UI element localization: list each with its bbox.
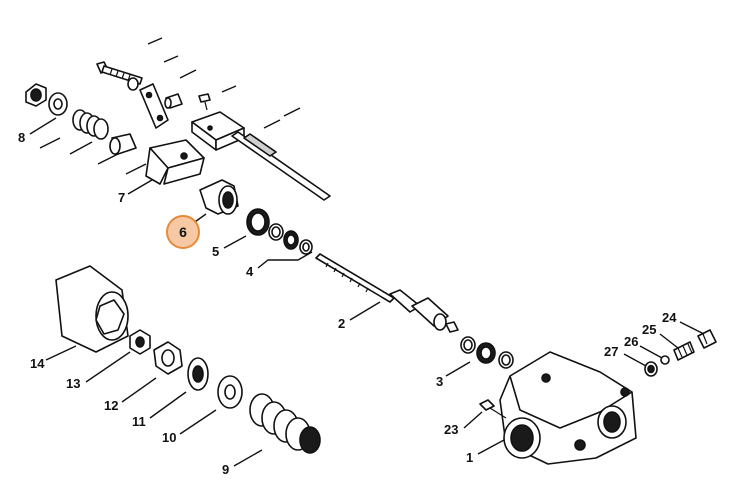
callout-5: 5	[212, 244, 219, 259]
callout-2: 2	[338, 316, 345, 331]
callout-3: 3	[436, 374, 443, 389]
seal-set-3-part	[460, 336, 514, 369]
axis-dash	[39, 137, 61, 149]
axis-dash	[163, 55, 179, 63]
callout-10: 10	[162, 430, 176, 445]
screw-small-part	[198, 93, 211, 111]
sleeve-part	[164, 93, 183, 109]
leader-27	[623, 353, 647, 367]
leader-9	[233, 449, 263, 467]
axis-dash	[179, 69, 197, 79]
callout-4: 4	[246, 264, 254, 279]
callout-labels: 1 2 3 4 5 7 8 9 10 11 12 13 14 23 24 25 …	[18, 130, 677, 477]
leader-lines	[29, 117, 705, 467]
seal-set-4-part	[268, 223, 313, 255]
housing-1-part	[499, 351, 637, 465]
leader-7	[127, 179, 153, 195]
screw-23-part	[479, 399, 507, 419]
callout-11: 11	[132, 414, 146, 429]
leader-12	[121, 377, 157, 403]
callout-12: 12	[104, 398, 118, 413]
highlight-circle[interactable]	[166, 215, 200, 249]
leader-5	[223, 235, 247, 249]
o-ring-5-part	[246, 208, 270, 236]
highlighted-callout-6[interactable]: 6	[166, 215, 200, 249]
leader-24	[679, 321, 705, 335]
small-nut-part	[127, 77, 139, 91]
axis-dash	[283, 107, 301, 117]
axis-dash	[69, 141, 93, 155]
plug-24-part	[697, 329, 717, 349]
leader-2	[349, 301, 381, 321]
cable-rod-part	[231, 131, 331, 201]
callout-25: 25	[642, 322, 656, 337]
axis-dash	[97, 153, 119, 165]
leader-11	[149, 391, 187, 419]
callout-26: 26	[624, 334, 638, 349]
leader-8	[29, 117, 57, 135]
spring-9-part	[249, 393, 321, 454]
leader-26	[639, 345, 663, 359]
callout-24: 24	[662, 310, 677, 325]
bracket-7-part	[145, 139, 205, 185]
callout-23: 23	[444, 422, 458, 437]
callout-14: 14	[30, 356, 45, 371]
shaft-2-part	[315, 253, 459, 333]
nut-27-part	[644, 361, 658, 377]
bushing-part	[109, 133, 137, 155]
nut-13-part	[129, 329, 151, 355]
cap-nut-part	[25, 83, 47, 107]
callout-13: 13	[66, 376, 80, 391]
callout-27: 27	[604, 344, 618, 359]
link-plate-part	[139, 83, 169, 129]
callout-8: 8	[18, 130, 25, 145]
axis-dash	[221, 85, 237, 93]
hub-14-part	[55, 265, 129, 353]
leader-1	[477, 439, 505, 455]
callout-6[interactable]: 6	[179, 224, 187, 240]
nut-12-part	[153, 341, 183, 375]
spring-top-part	[72, 109, 109, 140]
leader-10	[179, 409, 217, 435]
callout-9: 9	[222, 462, 229, 477]
leader-4	[257, 251, 313, 269]
callout-7: 7	[118, 190, 125, 205]
leader-3	[445, 361, 471, 377]
axis-dash	[125, 163, 147, 175]
leader-25	[659, 333, 679, 349]
assembly-axis-lines	[39, 37, 301, 175]
cable-clamp-part	[191, 111, 245, 151]
axis-dash	[263, 119, 281, 129]
callout-1: 1	[466, 450, 473, 465]
washer-10-part	[217, 375, 243, 409]
axis-dash	[147, 37, 163, 45]
leader-23	[463, 411, 483, 429]
spring-25-part	[673, 341, 695, 361]
leader-14	[45, 345, 77, 361]
ball-26-part	[660, 355, 670, 365]
washer-top-part	[48, 92, 68, 116]
bearing-11-part	[187, 357, 209, 391]
fitting-6-part	[199, 179, 239, 215]
leader-13	[85, 351, 131, 383]
